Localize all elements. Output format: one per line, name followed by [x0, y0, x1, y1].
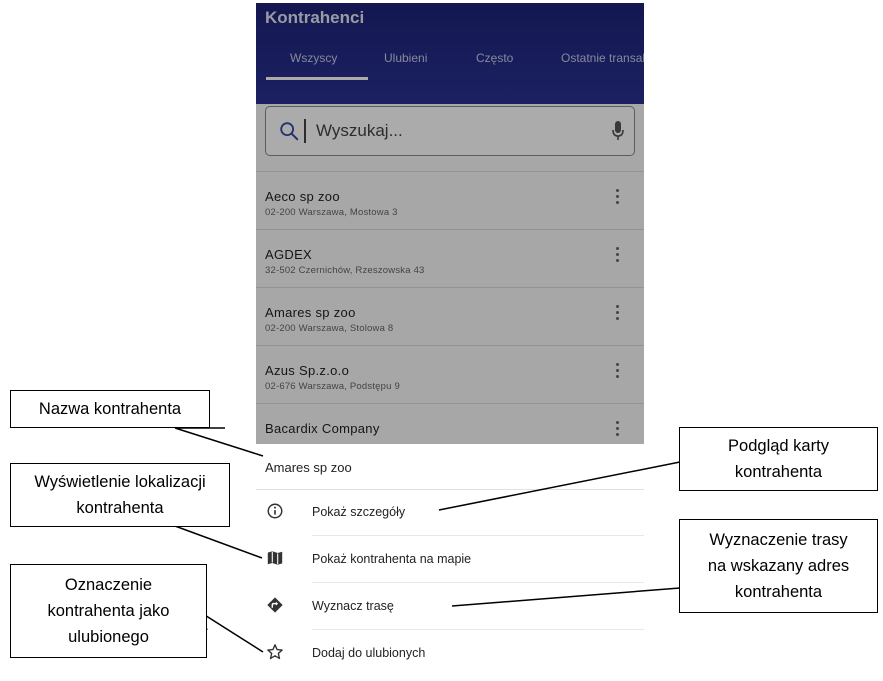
search-input[interactable] — [316, 117, 596, 145]
tab-indicator — [266, 77, 368, 80]
item-label: Pokaż kontrahenta na mapie — [312, 552, 472, 566]
callout-text: kontrahenta — [734, 583, 823, 601]
callout-card-preview: Podgląd karty kontrahenta — [679, 427, 878, 491]
contractor-address: 02-676 Warszawa, Podstępu 9 — [265, 381, 400, 392]
contractor-name: Aeco sp zoo — [265, 189, 340, 204]
callout-text: Podgląd karty — [728, 437, 829, 455]
callout-text: na wskazany adres — [707, 557, 850, 575]
callout-text: ulubionego — [68, 628, 149, 646]
microphone-icon[interactable] — [611, 120, 625, 142]
contractor-address: 02-200 Warszawa, Mostowa 3 — [265, 207, 398, 218]
item-label: Dodaj do ulubionych — [312, 646, 426, 660]
more-options-icon[interactable] — [614, 363, 620, 383]
list-item[interactable]: AGDEX 32-502 Czernichów, Rzeszowska 43 — [256, 229, 644, 287]
callout-route: Wyznaczenie trasy na wskazany adres kont… — [679, 519, 878, 613]
callout-text: Wyznaczenie trasy — [709, 531, 848, 549]
map-icon — [267, 551, 283, 565]
item-label: Wyznacz trasę — [312, 599, 394, 613]
directions-item[interactable]: Wyznacz trasę — [256, 584, 644, 630]
star-outline-icon — [267, 644, 283, 660]
tab-favorites[interactable]: Ulubieni — [384, 51, 428, 65]
callout-text: Wyświetlenie lokalizacji — [34, 473, 206, 491]
info-icon — [267, 503, 283, 519]
list-item[interactable]: Amares sp zoo 02-200 Warszawa, Stolowa 8 — [256, 287, 644, 345]
show-on-map-item[interactable]: Pokaż kontrahenta na mapie — [256, 537, 644, 583]
contractor-address: 32-502 Czernichów, Rzeszowska 43 — [265, 265, 425, 276]
leader-location — [174, 525, 263, 559]
contractor-list: Aeco sp zoo 02-200 Warszawa, Mostowa 3 A… — [256, 171, 644, 461]
bottom-sheet: Amares sp zoo Pokaż szczegóły Pokaż kont… — [256, 444, 644, 681]
contractor-address: 02-200 Warszawa, Stolowa 8 — [265, 323, 394, 334]
item-label: Pokaż szczegóły — [312, 505, 406, 519]
list-item[interactable]: Aeco sp zoo 02-200 Warszawa, Mostowa 3 — [256, 171, 644, 229]
search-bar[interactable] — [265, 106, 635, 156]
search-icon — [280, 122, 299, 141]
contractor-name: Bacardix Company — [265, 421, 380, 436]
tab-all[interactable]: Wszyscy — [290, 51, 338, 65]
callout-contractor-name: Nazwa kontrahenta — [10, 390, 210, 428]
divider — [312, 582, 644, 583]
contractor-name: Amares sp zoo — [265, 305, 356, 320]
contractor-name: AGDEX — [265, 247, 313, 262]
phone-screen: Kontrahenci Wszyscy Ulubieni Często Osta… — [256, 3, 644, 681]
callout-text: Nazwa kontrahenta — [38, 400, 182, 418]
leader-name — [174, 427, 264, 457]
more-options-icon[interactable] — [614, 421, 620, 441]
tab-bar: Wszyscy Ulubieni Często Ostatnie transak… — [256, 51, 644, 81]
callout-text: kontrahenta jako — [47, 602, 170, 620]
callout-favorite: Oznaczenie kontrahenta jako ulubionego — [10, 564, 207, 658]
contractor-list-area: Aeco sp zoo 02-200 Warszawa, Mostowa 3 A… — [256, 104, 644, 444]
divider — [312, 535, 644, 536]
callout-text: kontrahenta — [734, 463, 823, 481]
callout-text: kontrahenta — [76, 499, 164, 517]
add-to-favorites-item[interactable]: Dodaj do ulubionych — [256, 631, 644, 677]
sheet-title: Amares sp zoo — [265, 460, 352, 475]
list-item[interactable]: Azus Sp.z.o.o 02-676 Warszawa, Podstępu … — [256, 345, 644, 403]
app-bar: Kontrahenci Wszyscy Ulubieni Często Osta… — [256, 3, 644, 104]
directions-icon — [267, 597, 283, 613]
contractor-name: Azus Sp.z.o.o — [265, 363, 350, 378]
callout-show-location: Wyświetlenie lokalizacji kontrahenta — [10, 463, 230, 527]
leader-favorite — [199, 611, 264, 653]
divider — [312, 629, 644, 630]
more-options-icon[interactable] — [614, 247, 620, 267]
list-item[interactable]: Bacardix Company — [256, 403, 644, 461]
show-details-item[interactable]: Pokaż szczegóły — [256, 490, 644, 536]
tab-recent-transactions[interactable]: Ostatnie transakcje — [561, 51, 644, 65]
tab-frequent[interactable]: Często — [476, 51, 514, 65]
callout-text: Oznaczenie — [64, 576, 153, 594]
more-options-icon[interactable] — [614, 189, 620, 209]
page-title: Kontrahenci — [265, 8, 365, 27]
more-options-icon[interactable] — [614, 305, 620, 325]
text-cursor — [304, 119, 306, 143]
